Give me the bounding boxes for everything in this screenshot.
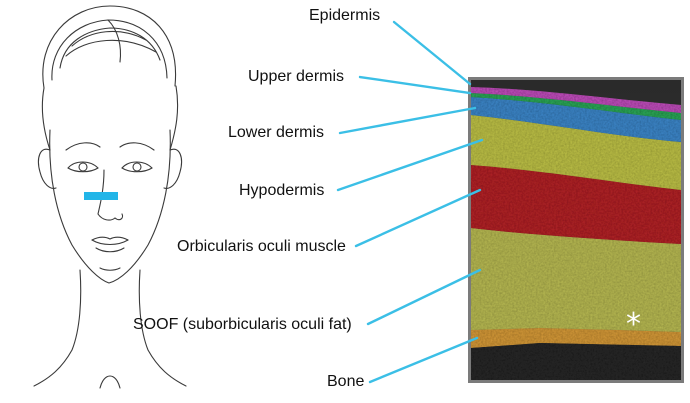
leader-line-hypodermis	[338, 140, 482, 190]
ultrasound-probe-position-marker	[84, 192, 118, 200]
label-upper-dermis: Upper dermis	[248, 68, 344, 85]
label-bone: Bone	[327, 373, 364, 390]
leader-line-lower-dermis	[340, 108, 475, 133]
soof-layer	[471, 228, 681, 332]
leader-line-epidermis	[394, 22, 470, 84]
label-soof: SOOF (suborbicularis oculi fat)	[133, 316, 352, 333]
leader-line-upper-dermis	[360, 77, 470, 93]
leader-lines	[338, 22, 482, 382]
label-lower-dermis: Lower dermis	[228, 124, 324, 141]
leader-line-orbicularis	[356, 190, 480, 246]
leader-line-bone	[370, 338, 477, 382]
label-orbicularis: Orbicularis oculi muscle	[177, 238, 346, 255]
leader-line-soof	[368, 270, 480, 324]
label-hypodermis: Hypodermis	[239, 182, 324, 199]
asterisk-marker: *	[626, 307, 641, 342]
ultrasound-image-panel: *	[468, 77, 684, 383]
layer-labels: Epidermis Upper dermis Lower dermis Hypo…	[133, 7, 380, 390]
label-epidermis: Epidermis	[309, 7, 380, 24]
